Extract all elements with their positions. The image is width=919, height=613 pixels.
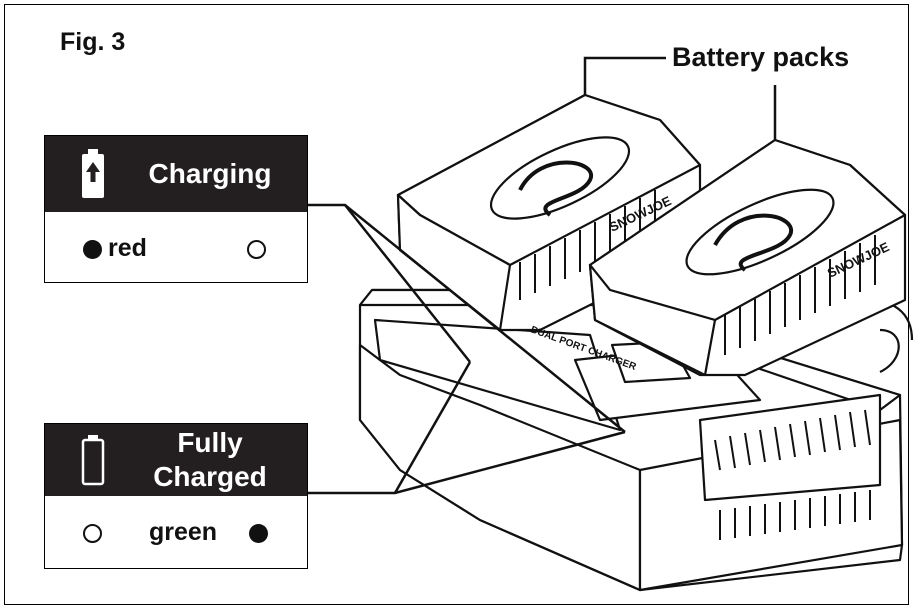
callout-lines [308,56,777,495]
charger-vents [714,409,871,540]
charging-color-label: red [108,234,147,262]
charging-indicators: red [45,210,307,282]
charger-cord [879,328,900,373]
red-indicator-dot [83,240,102,259]
battery-charging-icon [82,149,104,198]
charging-status-box: Charging red [44,135,308,283]
figure-label: Fig. 3 [60,28,126,56]
charging-header: Charging [45,136,307,212]
red-indicator-dot [83,524,102,543]
fully-charged-indicators: green [45,494,307,568]
fully-charged-header: Fully Charged [45,424,307,496]
battery-pack-2 [588,138,907,377]
green-indicator-dot [247,240,266,259]
battery-packs-label: Battery packs [672,42,850,72]
fully-charged-title-line1: Fully [177,427,243,458]
charging-title: Charging [148,158,272,189]
battery-packs-leader [583,56,666,95]
green-indicator-dot [249,524,268,543]
fully-charged-leader [393,361,472,494]
charging-leader [344,204,471,363]
fully-charged-title-line2: Charged [153,461,267,492]
battery-pack-2-ribs [724,235,876,355]
fully-charged-status-box: Fully Charged green [44,423,308,569]
fully-charged-color-label: green [149,518,218,546]
battery-pack-1-ribs [519,190,656,300]
battery-empty-icon [81,435,105,486]
figure-frame [4,4,909,605]
